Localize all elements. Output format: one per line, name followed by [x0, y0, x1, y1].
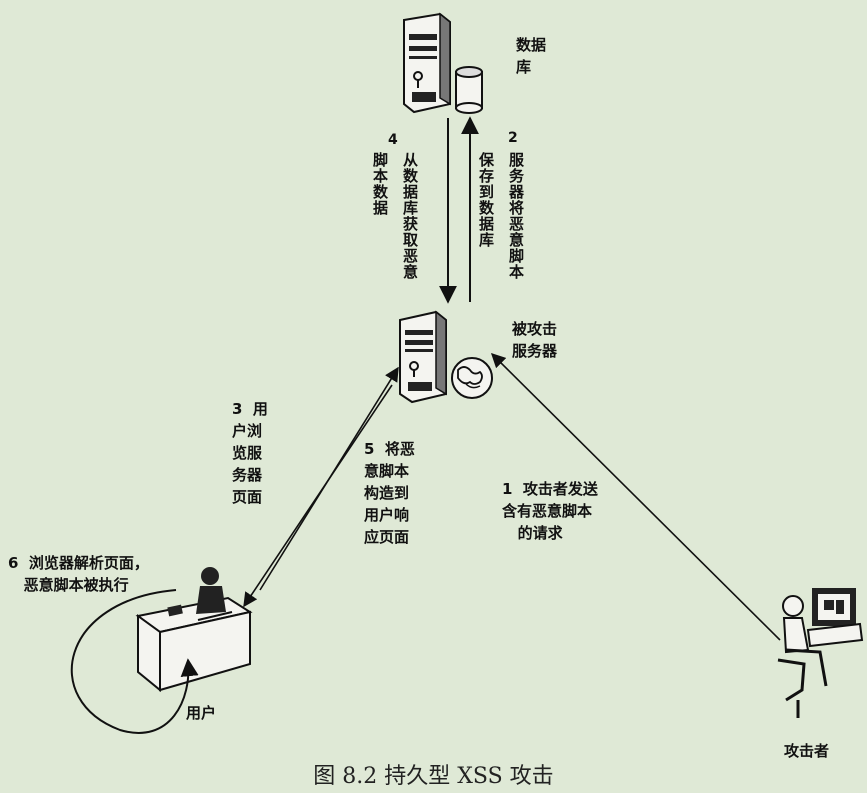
user-label: 用户 — [186, 704, 217, 722]
arrow-server-to-user — [243, 384, 393, 608]
database-label: 数据 库 — [516, 36, 547, 76]
attacker-icon — [777, 588, 864, 718]
database-server-icon — [403, 12, 451, 114]
step-5-label: 5 将恶 意脚本 构造到 用户响 应页面 — [364, 440, 415, 546]
globe-icon — [451, 357, 493, 399]
database-cylinder-icon — [455, 66, 483, 114]
figure-caption: 图 8.2 持久型 XSS 攻击 — [313, 764, 554, 789]
step-2-label-col1: 服务器将恶意脚本 — [507, 152, 525, 280]
user-at-desk-icon — [135, 567, 253, 693]
arrow-attacker-to-server — [490, 352, 781, 641]
step-4-number: 4 — [388, 132, 398, 148]
step-6-label: 6 浏览器解析页面， 恶意脚本被执行 — [8, 554, 149, 594]
attacker-label: 攻击者 — [784, 742, 830, 760]
step-4-label-col1: 从数据库获取恶意 — [401, 152, 419, 280]
server-label: 被攻击 服务器 — [512, 320, 558, 360]
step-1-label: 1 攻击者发送 含有恶意脚本 的请求 — [502, 480, 598, 542]
step-2-number: 2 — [508, 130, 518, 146]
step-2-label-col2: 保存到数据库 — [477, 152, 495, 248]
step-4-label-col2: 脚本数据 — [371, 152, 389, 216]
step-3-label: 3 用 户浏 览服 务器 页面 — [232, 400, 268, 506]
arrow-browser-executes — [70, 589, 199, 734]
attacked-server-icon — [399, 310, 447, 404]
